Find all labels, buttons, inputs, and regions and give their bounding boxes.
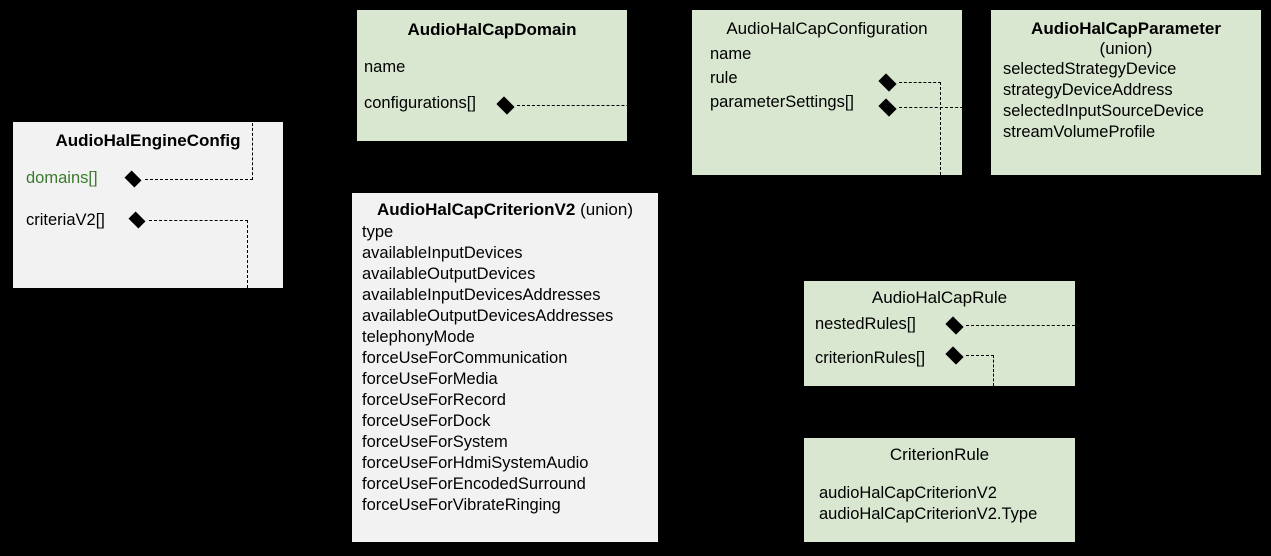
connector-criterionrules-horizontal xyxy=(966,355,994,356)
attribute-rule[interactable]: rule xyxy=(710,69,738,87)
attribute-forceuseformedia[interactable]: forceUseForMedia xyxy=(362,370,498,388)
attribute-selectedstrategydevice[interactable]: selectedStrategyDevice xyxy=(1003,60,1177,78)
attribute-type[interactable]: type xyxy=(362,223,394,241)
class-title-audiohalengineconfig: AudioHalEngineConfig xyxy=(55,131,241,150)
attribute-forceuseforsystem[interactable]: forceUseForSystem xyxy=(362,433,508,451)
class-title-audiohalcaprule: AudioHalCapRule xyxy=(871,288,1008,307)
attribute-availableinputdevices[interactable]: availableInputDevices xyxy=(362,244,523,262)
class-box-criterionrule[interactable]: CriterionRule audioHalCapCriterionV2 aud… xyxy=(804,438,1075,542)
connector-rule-horizontal xyxy=(899,82,941,83)
attribute-forceuseforcommunication[interactable]: forceUseForCommunication xyxy=(362,349,568,367)
class-title-audiohalcapconfiguration: AudioHalCapConfiguration xyxy=(726,19,928,38)
attribute-configurations[interactable]: configurations[] xyxy=(364,94,476,112)
class-title-text-audiohalcapcriterionv2: AudioHalCapCriterionV2 xyxy=(376,200,576,219)
attribute-forceuseforrecord[interactable]: forceUseForRecord xyxy=(362,391,506,409)
connector-nestedrules-horizontal xyxy=(966,325,1075,326)
connector-rule-vertical xyxy=(940,82,941,175)
attribute-list-audiohalcapparameter: selectedStrategyDevice strategyDeviceAdd… xyxy=(991,59,1261,143)
attribute-domains[interactable]: domains[] xyxy=(26,169,98,187)
class-subtitle-audiohalcapcriterionv2: (union) xyxy=(580,200,633,219)
attribute-name-domain[interactable]: name xyxy=(364,58,406,76)
connector-configurations-horizontal xyxy=(517,105,704,106)
attribute-availableinputdevicesaddresses[interactable]: availableInputDevicesAddresses xyxy=(362,286,601,304)
class-title-audiohalcapparameter: AudioHalCapParameter xyxy=(1031,19,1221,38)
attribute-forceuseforvibrateringing[interactable]: forceUseForVibrateRinging xyxy=(362,496,561,514)
class-box-audiohalcapcriterionv2[interactable]: AudioHalCapCriterionV2 (union) type avai… xyxy=(352,193,658,542)
connector-criterionrules-vertical xyxy=(993,355,994,386)
attribute-list-audiohalcaprule: nestedRules[] criterionRules[] xyxy=(804,314,1075,369)
class-title-audiohalcapcriterionv2: AudioHalCapCriterionV2 (union) xyxy=(352,200,658,220)
attribute-list-audiohalengineconfig: domains[] criteriaV2[] xyxy=(13,168,283,231)
attribute-availableoutputdevices[interactable]: availableOutputDevices xyxy=(362,265,536,283)
attribute-selectedinputsourcedevice[interactable]: selectedInputSourceDevice xyxy=(1003,102,1204,120)
connector-parametersettings-horizontal xyxy=(899,107,999,108)
class-subtitle-audiohalcapparameter: (union) xyxy=(1099,39,1153,58)
connector-criteriav2-vertical xyxy=(247,220,248,288)
class-box-audiohalcapconfiguration[interactable]: AudioHalCapConfiguration name rule param… xyxy=(692,10,962,175)
attribute-forceuseforencodedsurround[interactable]: forceUseForEncodedSurround xyxy=(362,475,586,493)
class-title-audiohalcapdomain: AudioHalCapDomain xyxy=(407,20,577,39)
class-box-audiohalcaprule[interactable]: AudioHalCapRule nestedRules[] criterionR… xyxy=(804,281,1075,386)
attribute-telephonymode[interactable]: telephonyMode xyxy=(362,328,475,346)
connector-domains-horizontal xyxy=(145,179,253,180)
attribute-criterionrules[interactable]: criterionRules[] xyxy=(815,349,926,367)
attribute-criteriav2[interactable]: criteriaV2[] xyxy=(26,211,105,229)
attribute-audiohalcapcriterionv2-type[interactable]: audioHalCapCriterionV2.Type xyxy=(819,505,1038,523)
attribute-audiohalcapcriterionv2[interactable]: audioHalCapCriterionV2 xyxy=(819,484,997,502)
class-title-criterionrule: CriterionRule xyxy=(889,445,990,464)
attribute-parametersettings[interactable]: parameterSettings[] xyxy=(710,93,854,111)
connector-domains-vertical xyxy=(252,123,253,180)
class-box-audiohalengineconfig[interactable]: AudioHalEngineConfig domains[] criteriaV… xyxy=(13,122,283,288)
attribute-list-audiohalcapcriterionv2: type availableInputDevices availableOutp… xyxy=(352,222,658,516)
class-box-audiohalcapparameter[interactable]: AudioHalCapParameter (union) selectedStr… xyxy=(991,10,1261,175)
connector-criteriav2-horizontal xyxy=(149,220,248,221)
attribute-list-audiohalcapdomain: name configurations[] xyxy=(357,57,627,114)
attribute-availableoutputdevicesaddresses[interactable]: availableOutputDevicesAddresses xyxy=(362,307,614,325)
attribute-forceuseforhdmisystemaudio[interactable]: forceUseForHdmiSystemAudio xyxy=(362,454,589,472)
attribute-strategydeviceaddress[interactable]: strategyDeviceAddress xyxy=(1003,81,1173,99)
class-box-audiohalcapdomain[interactable]: AudioHalCapDomain name configurations[] xyxy=(357,10,627,141)
attribute-name-configuration[interactable]: name xyxy=(710,45,752,63)
attribute-streamvolumeprofile[interactable]: streamVolumeProfile xyxy=(1003,123,1156,141)
attribute-nestedrules[interactable]: nestedRules[] xyxy=(815,315,916,333)
attribute-list-audiohalcapconfiguration: name rule parameterSettings[] xyxy=(692,44,962,113)
attribute-list-criterionrule: audioHalCapCriterionV2 audioHalCapCriter… xyxy=(804,483,1075,525)
attribute-forceusefordock[interactable]: forceUseForDock xyxy=(362,412,491,430)
